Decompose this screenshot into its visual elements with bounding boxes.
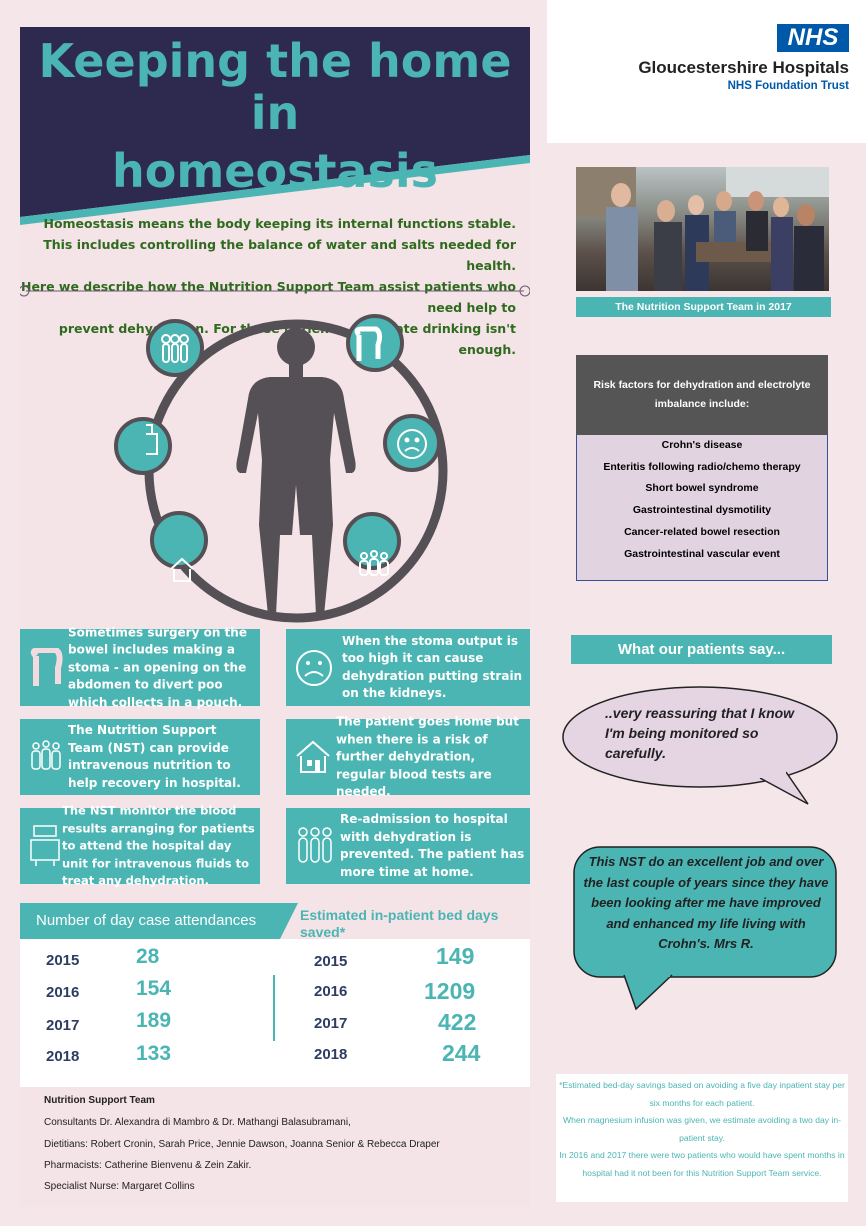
day-case-value: 189 [136,1009,172,1032]
title-line-1: Keeping the home in [38,34,512,140]
credits-pharmacists: Pharmacists: Catherine Bienvenu & Zein Z… [44,1160,252,1171]
hospital-bed-icon [30,825,60,866]
blood-tubes-icon [298,827,332,863]
house-icon [296,740,330,773]
year-label: 2018 [46,1048,80,1065]
hospital-bed-icon [114,417,172,475]
heading-arrow [280,903,298,939]
card-text: The patient goes home but when there is … [336,714,519,799]
credits-consultants: Consultants Dr. Alexandra di Mambro & Dr… [44,1117,351,1128]
year-label: 2015 [46,952,80,969]
day-case-value: 154 [136,977,172,1000]
risk-item: Gastrointestinal dysmotility [632,504,772,517]
card-text: Re-admission to hospital with dehydratio… [340,812,525,879]
bed-days-heading: Estimated in-patient bed days saved* [300,907,499,940]
stats-panel [20,939,530,1089]
patient-quote-1: ..very reassuring that I know I'm being … [605,705,795,761]
day-case-heading: Number of day case attendances [20,903,280,939]
intestine-icon [30,647,63,686]
risk-item: Enteritis following radio/chemo therapy [603,460,801,473]
bed-days-value: 422 [438,1009,477,1035]
card-text: When the stoma output is too high it can… [342,633,523,701]
year-label: 2018 [314,1046,348,1063]
credits-nurse: Specialist Nurse: Margaret Collins [44,1181,195,1192]
foundation-trust: NHS Foundation Trust [727,80,849,92]
risk-list: Crohn's disease Enteritis following radi… [576,435,828,581]
info-card: When the stoma output is too high it can… [286,629,530,706]
day-case-value: 28 [136,945,160,968]
blood-tubes-icon [146,319,204,377]
patient-quote-2: This NST do an excellent job and over th… [583,854,829,951]
credits-heading: Nutrition Support Team [44,1095,155,1106]
year-label: 2017 [314,1015,348,1032]
year-label: 2015 [314,953,348,970]
risk-heading: Risk factors for dehydration and electro… [576,355,828,435]
risk-item: Crohn's disease [661,439,743,451]
intro-line: Homeostasis means the body keeping its i… [43,216,516,231]
footnote-line: When magnesium infusion was given, we es… [562,1115,841,1143]
info-card: Re-admission to hospital with dehydratio… [286,808,530,884]
team-people-icon [343,512,401,570]
info-card: The Nutrition Support Team (NST) can pro… [20,719,260,795]
credits-dietitians: Dietitians: Robert Cronin, Sarah Price, … [44,1139,440,1150]
intro-line: Here we describe how the Nutrition Suppo… [20,279,516,315]
footnote-line: In 2016 and 2017 there were two patients… [559,1150,845,1178]
human-figure-icon [236,328,356,615]
title-line-2: homeostasis [111,144,439,198]
info-card: Sometimes surgery on the bowel includes … [20,625,260,709]
footnote-line: *Estimated bed-day savings based on avoi… [559,1080,845,1108]
page-title: Keeping the home in homeostasis [20,35,530,197]
card-text: The Nutrition Support Team (NST) can pro… [68,723,241,790]
speech-bubble-1 [562,686,838,805]
stats-divider [273,975,275,1041]
year-label: 2016 [46,984,80,1001]
card-text: Sometimes surgery on the bowel includes … [68,624,247,709]
speech-bubble-2 [573,846,837,1011]
sad-face-icon [383,414,441,472]
risk-item: Gastrointestinal vascular event [624,547,780,560]
logo-box [547,0,866,143]
photo-caption: The Nutrition Support Team in 2017 [576,297,831,317]
bed-days-value: 244 [442,1040,481,1066]
footnote: *Estimated bed-day savings based on avoi… [556,1074,848,1202]
info-card: The NST monitor the blood results arrang… [20,803,260,887]
nhs-logo: NHS [777,24,849,52]
sad-face-icon [296,649,332,686]
intestine-icon [346,314,404,372]
bed-days-value: 149 [436,943,475,969]
risk-heading-text: Risk factors for dehydration and electro… [593,379,811,410]
team-photo [576,167,829,291]
risk-item: Short bowel syndrome [645,482,759,495]
team-photo-illustration [576,167,829,291]
year-label: 2017 [46,1017,80,1034]
bed-days-value: 1209 [424,978,476,1004]
house-icon [150,511,208,569]
divider-line [20,285,530,297]
intro-line: This includes controlling the balance of… [43,237,516,273]
infographic-panel: Keeping the home in homeostasis Homeosta… [20,27,530,1207]
team-people-icon [31,740,61,770]
card-text: The NST monitor the blood results arrang… [62,803,255,888]
risk-item: Cancer-related bowel resection [624,525,780,538]
patients-heading: What our patients say... [571,635,832,664]
info-card: The patient goes home but when there is … [286,714,530,798]
day-case-value: 133 [136,1042,172,1065]
year-label: 2016 [314,983,348,1000]
trust-name: Gloucestershire Hospitals [638,58,849,77]
title-banner [20,27,530,225]
team-credits: Nutrition Support Team Consultants Dr. A… [20,1087,530,1207]
